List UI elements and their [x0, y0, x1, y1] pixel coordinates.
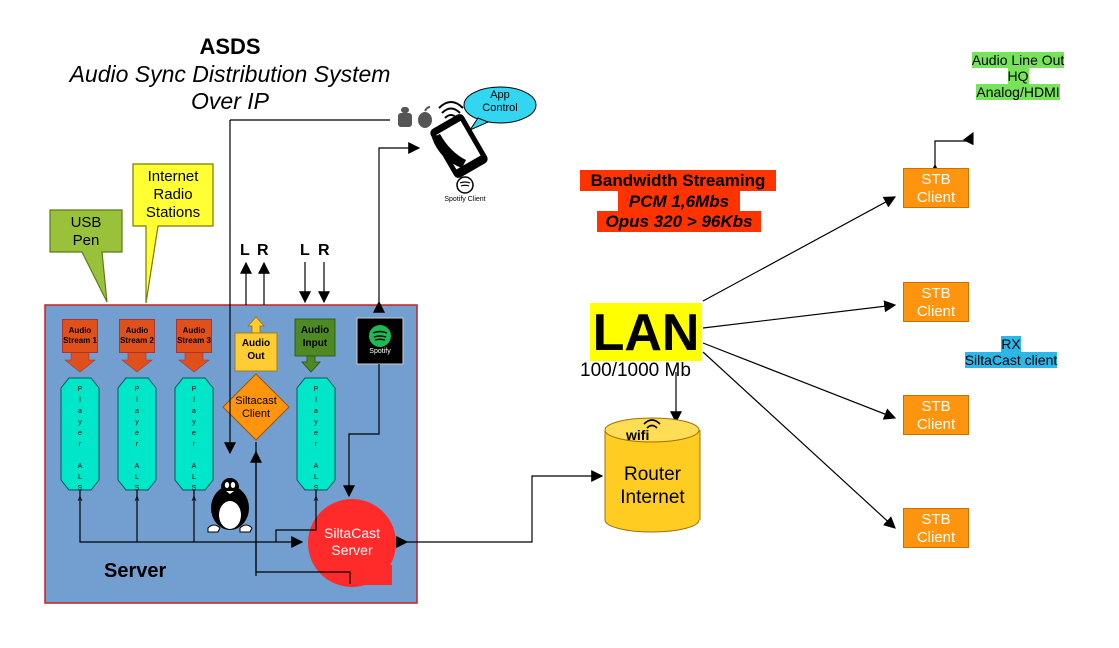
radio-callout	[132, 163, 214, 304]
player-alsa-1: P l a y e r A L S A	[77, 386, 83, 503]
out-l-label: L	[240, 242, 250, 259]
out-r-label: R	[257, 242, 269, 259]
player-alsa-2: P l a y e r A L S A	[134, 386, 140, 503]
spotify-client-icon	[456, 176, 474, 194]
lan-links	[670, 196, 897, 529]
android-icon	[398, 107, 412, 127]
audio-input-box	[294, 318, 336, 357]
bandwidth-opus: Opus 320 > 96Kbs	[597, 211, 761, 232]
bandwidth-title: Bandwidth Streaming	[580, 170, 776, 191]
audio-out-box	[234, 332, 278, 372]
audio-out-arrow	[247, 316, 265, 334]
router-wifi-label: wifi	[626, 427, 650, 443]
spotify-label: Spotify	[369, 348, 391, 355]
rx-tag: RX SiltaCast client	[964, 336, 1058, 368]
phone-icon	[430, 114, 488, 178]
app-control-bubble	[463, 86, 537, 124]
line-out-tag: Audio Line Out HQ Analog/HDMI	[971, 52, 1065, 100]
audio-stream-3: Audio Stream 3	[176, 319, 212, 353]
router-cylinder	[604, 417, 701, 533]
server-label: Server	[104, 560, 167, 582]
wifi-signal-icon	[438, 101, 464, 119]
audio-stream-1: Audio Stream 1	[62, 319, 98, 353]
lan-speed: 100/1000 Mb	[580, 360, 691, 381]
server-wiring	[79, 119, 604, 584]
stream-arrows	[64, 351, 210, 373]
usb-pen-callout	[49, 209, 123, 303]
linux-penguin-icon	[207, 478, 253, 533]
audio-stream-2: Audio Stream 2	[119, 319, 155, 353]
bandwidth-pcm: PCM 1,6Mbs	[618, 191, 740, 212]
audio-input-arrow	[301, 355, 321, 373]
router-wifi-icon	[643, 419, 661, 429]
title-asds: ASDS	[199, 34, 261, 59]
player-alsa-4: P l a y e r A L S A	[313, 386, 319, 503]
spotify-client-label: Spotify Client	[444, 196, 486, 203]
player-alsa-3: P l a y e r A L S A	[191, 386, 197, 503]
apple-icon	[418, 106, 432, 128]
in-l-label: L	[300, 242, 310, 259]
lr-arrows	[240, 261, 330, 305]
lan-label: LAN	[590, 303, 702, 362]
line-out-arrow	[929, 131, 974, 176]
in-r-label: R	[318, 242, 330, 259]
player-shapes	[60, 377, 336, 491]
title-over-ip: Over IP	[191, 88, 269, 114]
siltacast-client-diamond	[222, 373, 290, 441]
title-subtitle: Audio Sync Distribution System	[69, 61, 391, 87]
